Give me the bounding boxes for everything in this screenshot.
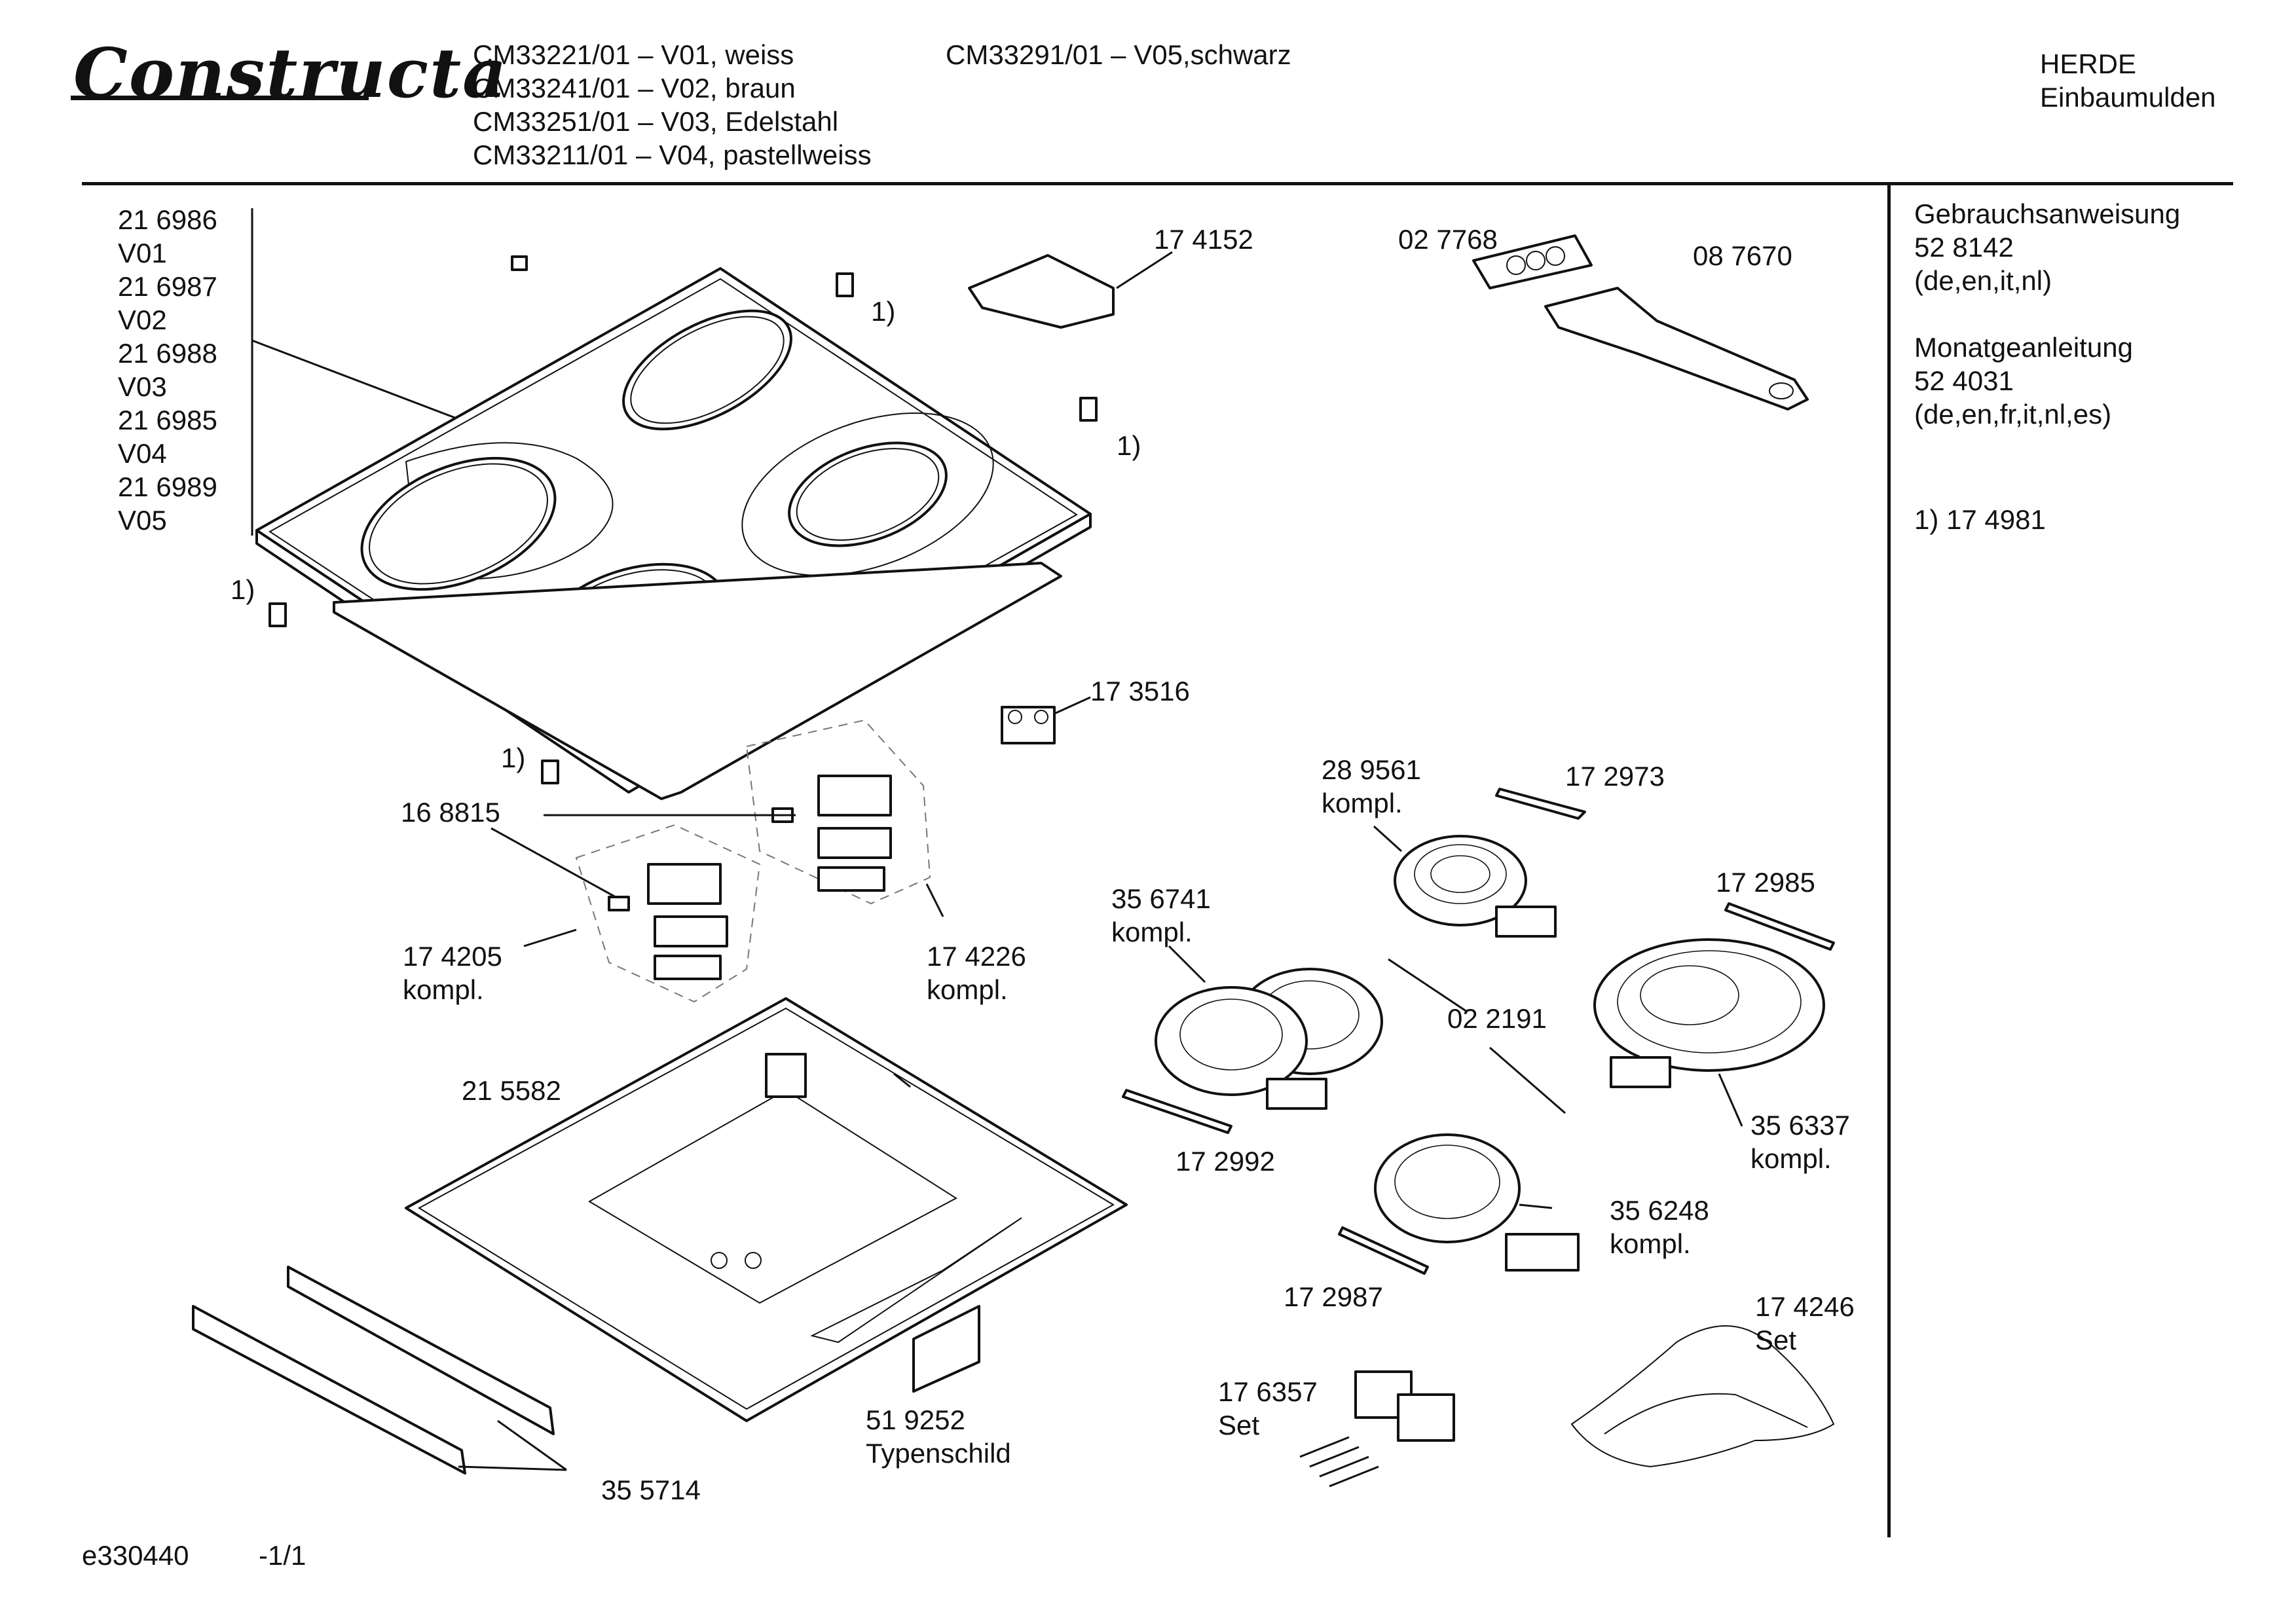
rod-172985 [1724,902,1835,951]
callout-356337-kompl: kompl. [1750,1143,1832,1174]
footnote: 1) 17 4981 [1914,504,2046,535]
category-line-2: Einbaumulden [2040,82,2216,113]
callout-174205: 17 4205 [403,941,502,972]
variant-number-1: 21 6986 [118,204,217,235]
heater-289561 [1373,825,1557,938]
manual-languages: (de,en,it,nl) [1914,265,2052,296]
rod-172973 [1495,788,1586,820]
callout-356741: 35 6741 [1111,883,1211,914]
variant-number-3: 21 6988 [118,338,217,369]
callout-174246-set: Set [1755,1325,1797,1355]
terminal-blocks [1299,1370,1455,1488]
type-plate [912,1305,980,1393]
callout-172992: 17 2992 [1176,1146,1275,1177]
control-group-left [575,824,761,1003]
variant-number-5: 21 6989 [118,471,217,502]
callout-172985: 17 2985 [1716,867,1815,898]
variant-number-4: 21 6985 [118,405,217,435]
heater-356248 [1374,1133,1580,1272]
variant-code-1: V01 [118,238,167,268]
connector-173516 [1001,696,1091,744]
control-unit-left [608,863,728,980]
scraper-tool [1472,234,1809,411]
callout-174152: 17 4152 [1154,224,1253,255]
model-line-3: CM33251/01 – V03, Edelstahl [473,106,839,137]
mounting-rails [192,1266,567,1475]
leader-glass-top [251,339,459,420]
header-divider [82,182,2233,185]
model-line-1: CM33221/01 – V01, weiss [473,39,794,70]
callout-356248-kompl: kompl. [1610,1228,1691,1259]
variant-code-4: V04 [118,438,167,469]
document-id: e330440 [82,1540,189,1571]
callout-174226-kompl: kompl. [927,974,1008,1005]
tray-tab [893,1072,911,1088]
callout-356248: 35 6248 [1610,1195,1709,1226]
clip-top-right-2 [1079,397,1098,422]
callout-022191: 02 2191 [1447,1003,1547,1034]
callout-168815: 16 8815 [401,797,500,828]
manual-label: Gebrauchsanweisung [1914,198,2181,229]
install-guide-number: 52 4031 [1914,365,2014,396]
callout-174246: 17 4246 [1755,1291,1855,1322]
wiring-harness-inner [1604,1393,1808,1435]
variant-code-5: V05 [118,505,167,536]
footnote-marker-1: 1) [871,296,896,327]
control-group-right [745,719,931,905]
callout-174205-kompl: kompl. [403,974,484,1005]
gasket-frame [333,562,1062,800]
footnote-marker-2: 1) [1117,430,1141,461]
leader-174226 [925,883,944,917]
clip-top-left [511,255,528,271]
leader-174205 [523,928,577,947]
control-unit-right [771,775,892,892]
wiring-harness [1570,1325,1835,1468]
callout-172987: 17 2987 [1284,1281,1383,1312]
rod-172992 [1122,1089,1232,1134]
callout-176357-set: Set [1218,1410,1260,1440]
part-bracket-174152 [968,251,1173,329]
callout-356741-kompl: kompl. [1111,917,1193,947]
callout-356337: 35 6337 [1750,1110,1850,1141]
callout-289561-kompl: kompl. [1322,788,1403,818]
clip-bottom [541,760,559,784]
callout-027768: 02 7768 [1398,224,1498,255]
callout-519252-typenschild: Typenschild [866,1438,1011,1469]
leader-022191-a [1388,958,1468,1013]
install-guide-label: Monatgeanleitung [1914,332,2133,363]
model-line-4: CM33211/01 – V04, pastellweiss [473,139,872,170]
logo-underline [71,96,369,100]
callout-174226: 17 4226 [927,941,1026,972]
bottom-tray [405,997,1128,1422]
clip-top-right-1 [836,272,854,297]
callout-519252: 51 9252 [866,1404,965,1435]
model-line-5: CM33291/01 – V05,schwarz [946,39,1291,70]
callout-289561: 28 9561 [1322,754,1421,785]
callout-355714: 35 5714 [601,1475,701,1505]
leader-168815-b [491,827,616,898]
clip-left [268,602,287,627]
callout-172973: 17 2973 [1565,761,1665,792]
callout-173516: 17 3516 [1090,676,1190,706]
variant-code-3: V03 [118,371,167,402]
callout-087670: 08 7670 [1693,240,1792,271]
heater-356337 [1593,938,1825,1127]
rod-172987 [1338,1226,1429,1275]
callout-215582: 21 5582 [462,1075,561,1106]
category-line-1: HERDE [2040,48,2137,79]
sidebar-divider [1887,182,1891,1537]
heater-356741 [1155,945,1383,1110]
footnote-marker-4: 1) [501,742,526,773]
manual-number: 52 8142 [1914,232,2014,263]
leader-022191-b [1489,1046,1566,1114]
variant-number-2: 21 6987 [118,271,217,302]
callout-176357: 17 6357 [1218,1376,1318,1407]
variant-code-2: V02 [118,304,167,335]
model-line-2: CM33241/01 – V02, braun [473,73,796,103]
install-guide-languages: (de,en,fr,it,nl,es) [1914,399,2112,430]
page-indicator: -1/1 [259,1540,306,1571]
footnote-marker-3: 1) [231,574,255,605]
